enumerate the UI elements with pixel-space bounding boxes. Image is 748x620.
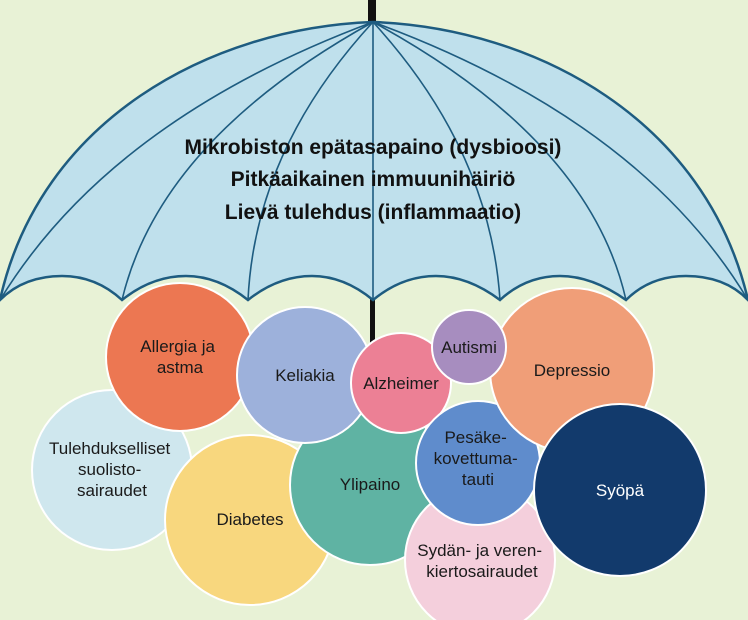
disease-tulehdukselliset: Tulehdukselliset suolisto- sairaudet	[31, 389, 193, 551]
label-sydan: Sydän- ja veren- kiertosairaudet	[417, 541, 546, 581]
circle-allergia	[105, 282, 255, 432]
umbrella-line-3: Lievä tulehdus (inflammaatio)	[225, 201, 521, 224]
label-allergia: Allergia ja astma	[140, 337, 219, 377]
umbrella-tip	[368, 0, 376, 30]
umbrella-line-2: Pitkäaikainen immuunihäiriö	[231, 168, 516, 191]
circle-alzheimer	[350, 332, 452, 434]
circle-syopa	[533, 403, 707, 577]
label-depressio: Depressio	[534, 361, 611, 380]
label-autismi: Autismi	[441, 338, 497, 357]
disease-allergia: Allergia ja astma	[105, 282, 255, 432]
label-ylipaino: Ylipaino	[340, 475, 401, 494]
disease-pesake: Pesäke- kovettuma- tauti	[415, 400, 541, 526]
label-pesake: Pesäke- kovettuma- tauti	[434, 428, 523, 489]
umbrella-pole	[370, 290, 375, 350]
label-tulehdukselliset: Tulehdukselliset suolisto- sairaudet	[49, 439, 175, 500]
disease-sydan: Sydän- ja veren- kiertosairaudet	[404, 484, 556, 620]
umbrella-canopy	[0, 20, 748, 302]
label-keliakia: Keliakia	[275, 366, 335, 385]
umbrella-ribs	[0, 21, 748, 301]
label-diabetes: Diabetes	[216, 510, 283, 529]
disease-autismi: Autismi	[431, 309, 507, 385]
umbrella-line-1: Mikrobiston epätasapaino (dysbioosi)	[185, 136, 562, 159]
disease-syopa: Syöpä	[533, 403, 707, 577]
circle-autismi	[431, 309, 507, 385]
disease-alzheimer: Alzheimer	[350, 332, 452, 434]
label-syopa: Syöpä	[596, 481, 645, 500]
label-alzheimer: Alzheimer	[363, 374, 439, 393]
